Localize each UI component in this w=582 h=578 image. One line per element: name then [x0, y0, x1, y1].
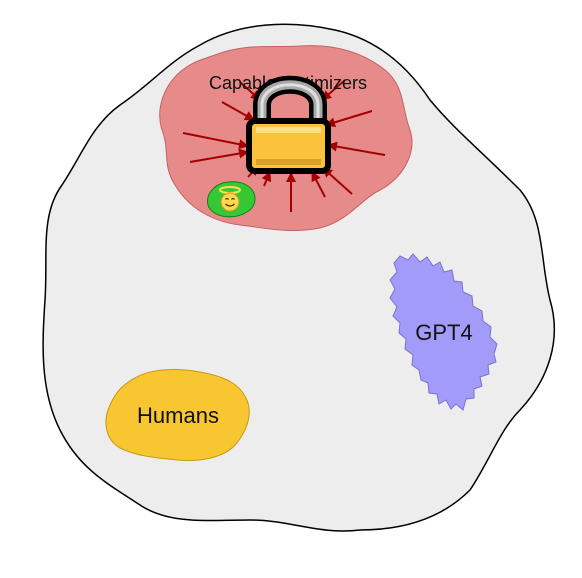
angel-blob	[207, 181, 256, 218]
pressure-arrow	[182, 132, 249, 150]
humans-label: Humans	[137, 403, 219, 428]
pressure-arrow	[327, 141, 386, 156]
padlock-icon	[246, 75, 331, 174]
pressure-arrow	[261, 171, 272, 187]
pressure-arrow	[311, 171, 326, 198]
pressure-arrow	[189, 148, 249, 163]
humans-region	[105, 369, 250, 461]
gpt4-region	[389, 253, 498, 411]
pressure-arrow	[325, 110, 373, 128]
smiling-face-with-halo-icon	[219, 186, 241, 212]
pressure-arrow	[322, 167, 353, 195]
gpt4-label: GPT4	[415, 320, 472, 345]
pressure-arrow	[221, 101, 255, 121]
pressure-arrow	[321, 79, 346, 101]
pressure-arrows	[182, 79, 386, 212]
